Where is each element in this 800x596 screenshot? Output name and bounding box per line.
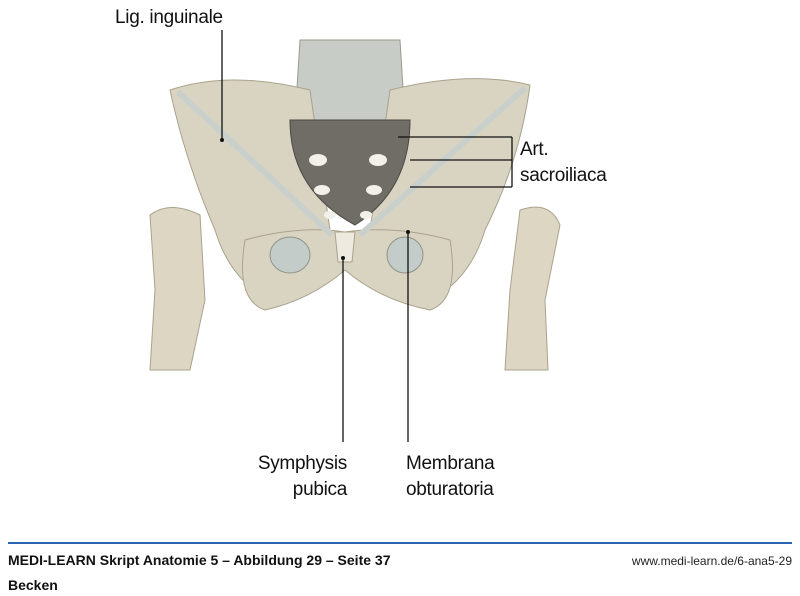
label-art: Art. — [520, 139, 549, 160]
footer-url[interactable]: www.medi-learn.de/6-ana5-29 — [631, 554, 792, 568]
label-obturatoria: obturatoria — [406, 479, 494, 500]
footer-title: MEDI-LEARN Skript Anatomie 5 – Abbildung… — [8, 552, 391, 568]
footer-divider — [8, 542, 792, 544]
label-membrana: Membrana — [406, 453, 495, 474]
label-lig-inguinale: Lig. inguinale — [115, 7, 223, 28]
right-femur — [504, 206, 561, 371]
right-obturator-foramen — [386, 236, 424, 274]
label-sacroiliaca: sacroiliaca — [520, 165, 607, 186]
inguinal-ligament-left — [175, 89, 335, 238]
symphysis — [334, 231, 356, 263]
left-obturator-foramen — [269, 236, 311, 274]
inguinal-ligament-right — [358, 85, 527, 238]
label-symphysis: Symphysis — [257, 453, 347, 474]
left-femur — [149, 207, 206, 371]
label-pubica: pubica — [292, 479, 348, 500]
footer-subtitle: Becken — [8, 577, 58, 593]
sacrum — [289, 119, 411, 226]
